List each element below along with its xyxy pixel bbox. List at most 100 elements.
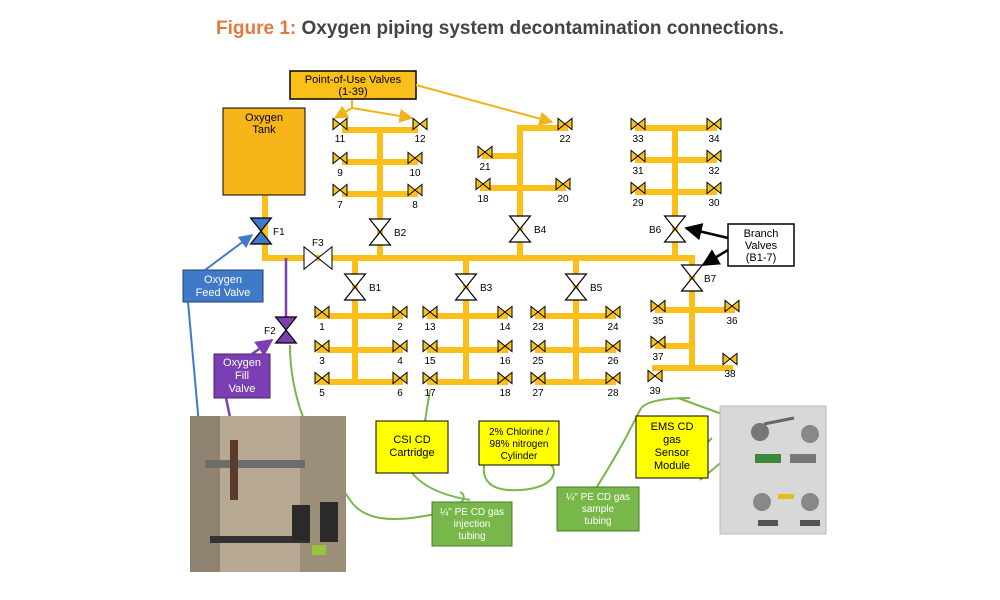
pou-valve-29[interactable] <box>630 181 646 195</box>
fill-label-line2: Fill <box>235 370 249 382</box>
fill-label-line1: Oxygen <box>223 357 261 369</box>
valves-layer <box>249 117 740 385</box>
pou-valve-34[interactable] <box>706 117 722 131</box>
valve-label-b4: B4 <box>534 225 547 236</box>
tank-label-line2: Tank <box>252 124 276 136</box>
pou-valve-label-33: 33 <box>632 134 644 145</box>
csi-cartridge-box <box>375 420 449 474</box>
pou-valve-6[interactable] <box>392 371 408 385</box>
pou-valve-label-6: 6 <box>397 388 403 399</box>
feed-label-line2: Feed Valve <box>196 287 251 299</box>
pou-valve-19[interactable] <box>475 177 491 191</box>
pou-valve-label-1: 1 <box>319 322 325 333</box>
pou-valve-17[interactable] <box>422 371 438 385</box>
pou-valve-28[interactable] <box>605 371 621 385</box>
chlorine-label-line3: Cylinder <box>501 451 538 462</box>
valve-b7[interactable] <box>680 264 704 292</box>
valve-f3[interactable] <box>303 245 333 271</box>
pou-valve-25[interactable] <box>530 339 546 353</box>
pou-label-line2: (1-39) <box>338 86 367 98</box>
pou-valve-7[interactable] <box>332 183 348 197</box>
valve-b1[interactable] <box>343 273 367 301</box>
pou-valve-15[interactable] <box>422 339 438 353</box>
pou-valve-37[interactable] <box>650 335 666 349</box>
pou-valve-label-31: 31 <box>632 166 644 177</box>
valve-b5[interactable] <box>564 273 588 301</box>
valve-label-f1: F1 <box>273 227 285 238</box>
valve-label-b7: B7 <box>704 274 717 285</box>
tank-label-line1: Oxygen <box>245 112 283 124</box>
pou-valve-label-20: 20 <box>557 194 569 205</box>
branch-label-box <box>727 223 795 267</box>
valve-f2[interactable] <box>274 316 298 344</box>
pou-valve-31[interactable] <box>630 149 646 163</box>
valve-label-b2: B2 <box>394 228 407 239</box>
pou-valve-9[interactable] <box>332 151 348 165</box>
pou-valve-label-30: 30 <box>708 198 720 209</box>
pou-valve-label-17: 17 <box>424 388 436 399</box>
pou-valve-36[interactable] <box>724 299 740 313</box>
pou-valve-label-13: 13 <box>424 322 436 333</box>
csi-label-line2: Cartridge <box>389 447 434 459</box>
samp-label-line3: tubing <box>584 516 611 527</box>
pou-valve-24[interactable] <box>605 305 621 319</box>
pou-valve-1[interactable] <box>314 305 330 319</box>
photo-ems-module <box>719 405 827 535</box>
sample-tubing-box <box>556 486 640 532</box>
pou-valve-32[interactable] <box>706 149 722 163</box>
fill-label-box <box>213 353 271 399</box>
valve-f1[interactable] <box>249 217 273 245</box>
ems-module-box <box>635 415 709 479</box>
pou-valve-4[interactable] <box>392 339 408 353</box>
pou-valve-8[interactable] <box>407 183 423 197</box>
pou-valve-30[interactable] <box>706 181 722 195</box>
pou-valve-20[interactable] <box>555 177 571 191</box>
valve-b6[interactable] <box>663 215 687 243</box>
pou-valve-5[interactable] <box>314 371 330 385</box>
pou-valve-label-39: 39 <box>649 386 661 397</box>
pou-valve-39[interactable] <box>647 369 663 383</box>
pou-valve-2[interactable] <box>392 305 408 319</box>
pou-valve-21[interactable] <box>477 145 493 159</box>
pou-valve-3[interactable] <box>314 339 330 353</box>
pou-valve-38[interactable] <box>722 352 738 366</box>
pou-valve-35[interactable] <box>650 299 666 313</box>
pou-valve-23[interactable] <box>530 305 546 319</box>
pou-valve-label-26: 26 <box>607 356 619 367</box>
pou-valve-27[interactable] <box>530 371 546 385</box>
pou-valve-12[interactable] <box>412 117 428 131</box>
pou-valve-33[interactable] <box>630 117 646 131</box>
pou-valve-label-14: 14 <box>499 322 511 333</box>
fill-label-line3: Valve <box>229 383 256 395</box>
pou-valve-label-21: 21 <box>479 162 491 173</box>
pou-valve-16[interactable] <box>497 339 513 353</box>
pou-valve-label-7: 7 <box>337 200 343 211</box>
valve-b4[interactable] <box>508 215 532 243</box>
pou-valve-10[interactable] <box>407 151 423 165</box>
pou-valve-26[interactable] <box>605 339 621 353</box>
pou-valve-label-10: 10 <box>409 168 421 179</box>
pou-valve-label-29: 29 <box>632 198 644 209</box>
injection-tubing-box <box>431 501 513 547</box>
pou-valve-22[interactable] <box>557 117 573 131</box>
pou-valve-14[interactable] <box>497 305 513 319</box>
pou-arrows <box>333 84 554 126</box>
pou-valve-18[interactable] <box>497 371 513 385</box>
pou-valve-label-8: 8 <box>412 200 418 211</box>
pou-valve-11[interactable] <box>332 117 348 131</box>
pou-valve-label-34: 34 <box>708 134 720 145</box>
pou-valve-13[interactable] <box>422 305 438 319</box>
pou-label-line1: Point-of-Use Valves <box>305 74 402 86</box>
valve-b2[interactable] <box>368 218 392 246</box>
pou-valve-label-3: 3 <box>319 356 325 367</box>
pou-valve-label-24: 24 <box>607 322 619 333</box>
valve-label-b3: B3 <box>480 283 493 294</box>
branch-label-line1: Branch <box>744 228 779 240</box>
valve-b3[interactable] <box>454 273 478 301</box>
valve-label-b6: B6 <box>649 225 662 236</box>
pou-valve-label-23: 23 <box>532 322 544 333</box>
oxygen-tank <box>222 107 306 196</box>
pou-valve-label-37: 37 <box>652 352 664 363</box>
